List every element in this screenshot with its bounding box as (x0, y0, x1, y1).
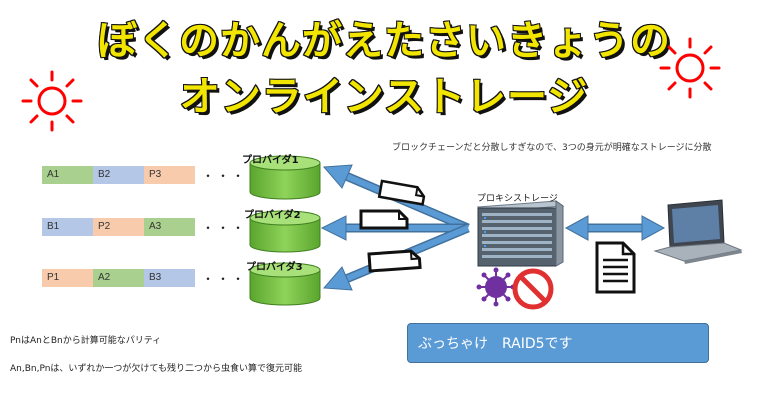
title-line-1: ぼくのかんがえたさいきょうの (96, 17, 671, 65)
document-icon (359, 209, 409, 230)
raid5-callout-box: ぶっちゃけ RAID5です (407, 323, 709, 363)
proxy-storage-label: プロキシストレージ (477, 194, 558, 204)
double-arrow-proxy-laptop (564, 215, 666, 241)
block-cell: B3 (144, 269, 195, 287)
block-cell: A2 (93, 269, 144, 287)
document-icon (377, 179, 426, 206)
cylinder-icon (249, 262, 321, 306)
parity-explanation: PnはAnとBnから計算可能なパリティ (10, 336, 162, 346)
block-row-2: B1 P2 A3 (42, 218, 195, 236)
provider-3-label: プロバイダ3 (246, 262, 303, 273)
top-note: ブロックチェーンだと分散しすぎなので、3つの身元が明確なストレージに分散 (392, 143, 712, 153)
block-cell: B1 (42, 218, 93, 236)
block-cell: B2 (93, 166, 144, 184)
sun-icon (659, 37, 721, 99)
cylinder-icon (249, 210, 321, 253)
sun-icon (21, 70, 83, 132)
cylinder-icon (249, 155, 321, 200)
recovery-explanation: An,Bn,Pnは、いずれか一つが欠けても残り二つから虫食い算で復元可能 (10, 364, 302, 374)
block-cell: P1 (42, 269, 93, 287)
prohibited-icon (512, 268, 554, 310)
block-row-3: P1 A2 B3 (42, 269, 195, 287)
row-ellipsis: ・・・・ (202, 272, 263, 286)
block-cell: P3 (144, 166, 195, 184)
document-icon (595, 241, 636, 294)
block-cell: A3 (144, 218, 195, 236)
provider-1-label: プロバイダ1 (242, 155, 299, 166)
row-ellipsis: ・・・・ (202, 221, 263, 235)
block-cell: P2 (93, 218, 144, 236)
row-ellipsis: ・・・・ (202, 169, 263, 183)
laptop-icon (653, 199, 743, 264)
document-icon (367, 249, 422, 273)
title-line-2: オンラインストレージ (179, 73, 589, 121)
block-row-1: A1 B2 P3 (42, 166, 195, 184)
virus-icon (476, 267, 516, 307)
provider-2-label: プロバイダ2 (244, 210, 301, 221)
server-icon (476, 200, 565, 267)
block-cell: A1 (42, 166, 93, 184)
